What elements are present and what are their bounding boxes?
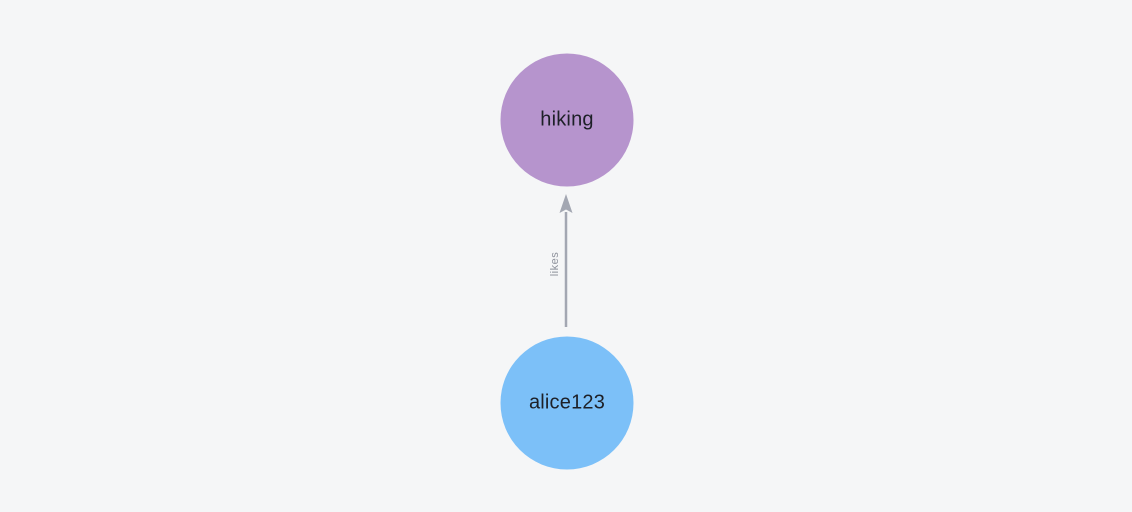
node-hiking[interactable]: hiking	[500, 53, 634, 187]
edge-arrowhead-icon	[559, 194, 573, 213]
node-alice123-label: alice123	[528, 391, 606, 414]
edge-label: likes	[549, 251, 561, 277]
node-hiking-label: hiking	[540, 108, 594, 131]
node-alice123[interactable]: alice123	[500, 336, 634, 470]
